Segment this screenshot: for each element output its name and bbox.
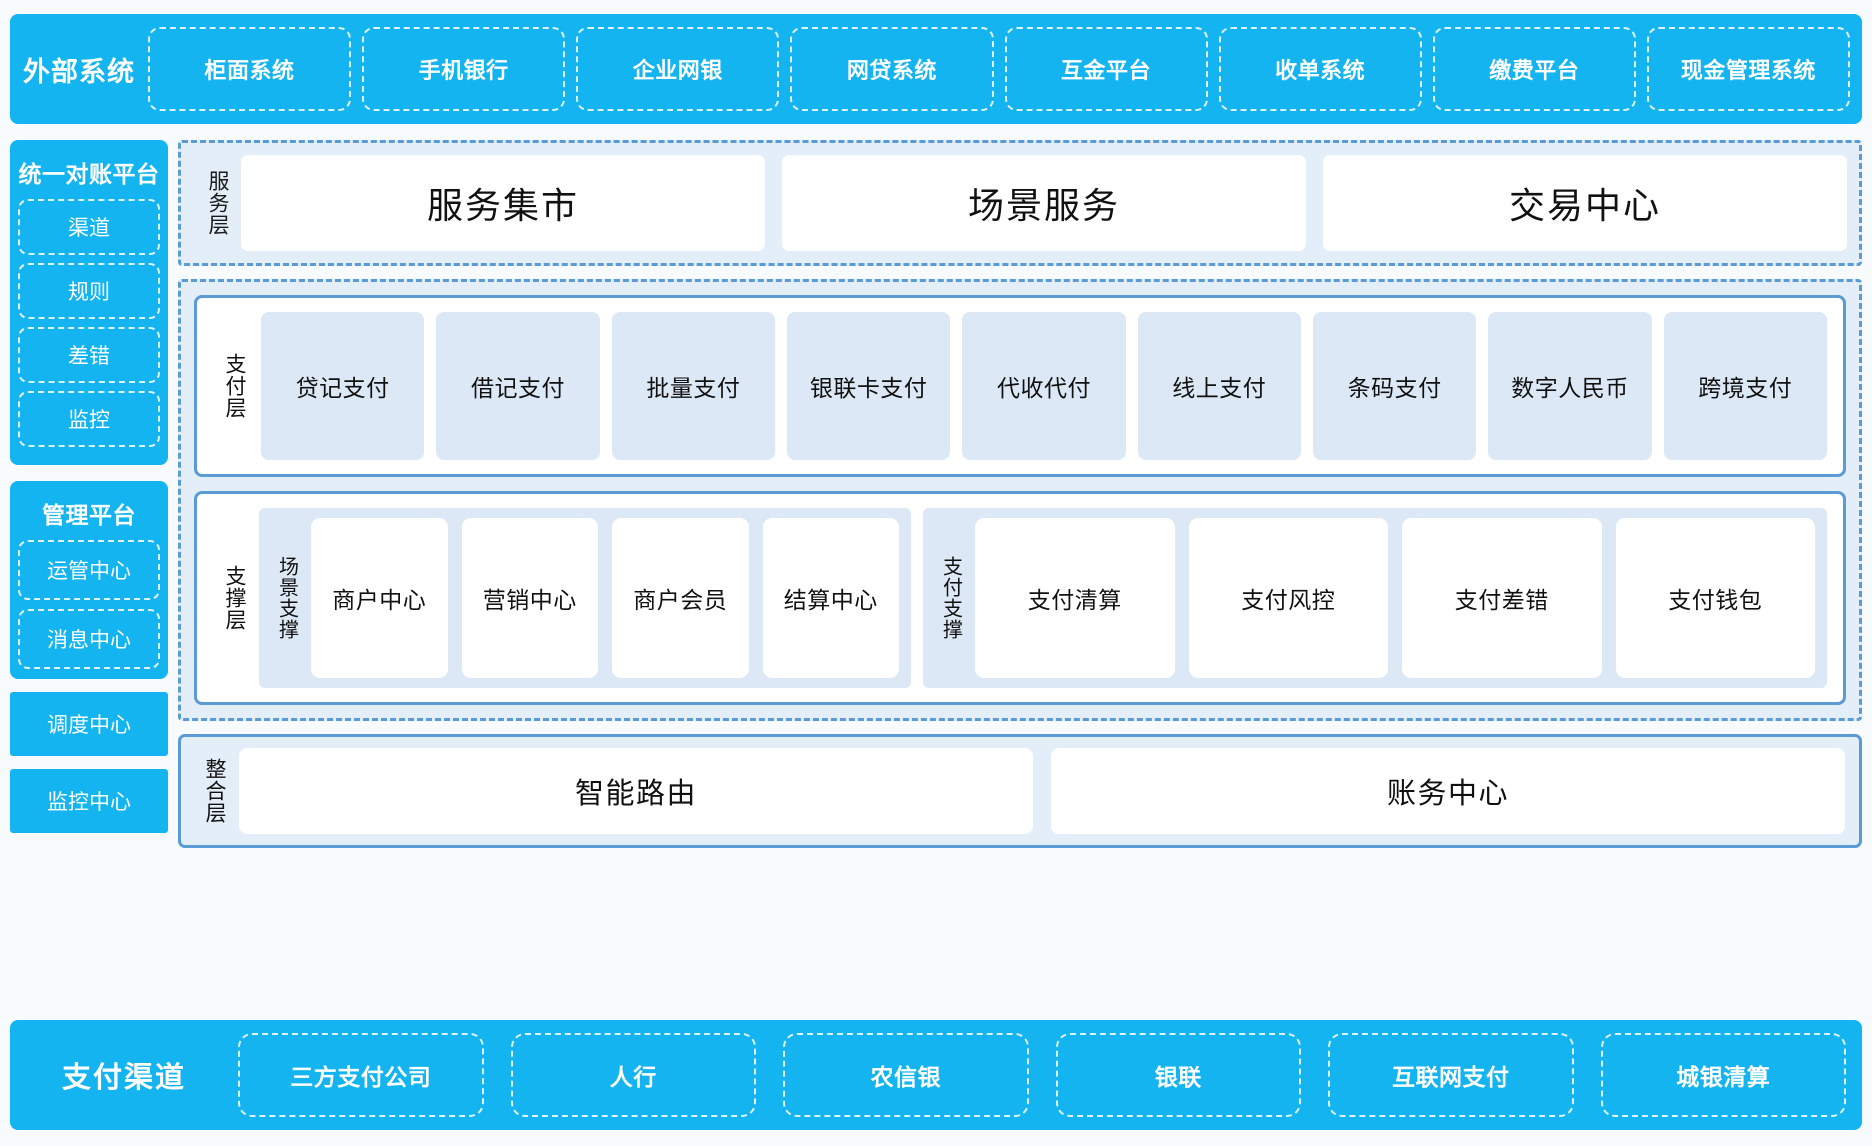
payment-channel-chip[interactable]: 城银清算	[1601, 1033, 1847, 1117]
external-system-chip[interactable]: 柜面系统	[148, 27, 351, 111]
scheduling-center-block[interactable]: 调度中心	[10, 692, 168, 756]
external-system-chip[interactable]: 收单系统	[1219, 27, 1422, 111]
support-layer-section: 支撑层 场景支撑 商户中心 营销中心 商户会员 结算中心 支	[194, 491, 1846, 705]
payment-channels-title: 支付渠道	[10, 1054, 238, 1096]
service-layer-label: 服务层	[193, 155, 241, 251]
payment-channel-chip[interactable]: 人行	[511, 1033, 757, 1117]
payment-support-tile[interactable]: 支付风控	[1189, 518, 1389, 678]
payment-tile[interactable]: 批量支付	[612, 312, 775, 460]
external-system-chip[interactable]: 缴费平台	[1433, 27, 1636, 111]
external-systems-bar: 外部系统 柜面系统 手机银行 企业网银 网贷系统 互金平台 收单系统 缴费平台 …	[10, 14, 1862, 124]
payment-tile[interactable]: 银联卡支付	[787, 312, 950, 460]
external-system-chip[interactable]: 企业网银	[576, 27, 779, 111]
payment-tile[interactable]: 条码支付	[1313, 312, 1476, 460]
scene-support-tile[interactable]: 营销中心	[462, 518, 599, 678]
payment-tile[interactable]: 跨境支付	[1664, 312, 1827, 460]
external-system-chip[interactable]: 网贷系统	[790, 27, 993, 111]
platform-architecture-main: 服务层 服务集市 场景服务 交易中心 支付层 贷记支付 借记支付 批量支付 银联…	[178, 140, 1862, 848]
payment-support-tiles: 支付清算 支付风控 支付差错 支付钱包	[971, 518, 1815, 678]
integration-layer-section: 整合层 智能路由 账务中心	[178, 734, 1862, 848]
integration-layer-label: 整合层	[189, 748, 239, 834]
reconciliation-item[interactable]: 差错	[18, 327, 160, 383]
payment-tile[interactable]: 代收代付	[962, 312, 1125, 460]
payment-tile[interactable]: 借记支付	[436, 312, 599, 460]
scene-support-tile[interactable]: 商户会员	[612, 518, 749, 678]
payment-support-tile[interactable]: 支付差错	[1402, 518, 1602, 678]
payment-support-label: 支付支撑	[931, 518, 971, 678]
payment-channel-chip[interactable]: 互联网支付	[1328, 1033, 1574, 1117]
left-sidebar: 统一对账平台 渠道 规则 差错 监控 管理平台 运管中心 消息中心 调度中心 监…	[10, 140, 168, 846]
reconciliation-item[interactable]: 规则	[18, 263, 160, 319]
payment-support-tile[interactable]: 支付清算	[975, 518, 1175, 678]
scene-support-tile[interactable]: 结算中心	[763, 518, 900, 678]
integration-layer-cards: 智能路由 账务中心	[239, 748, 1845, 834]
reconciliation-item[interactable]: 渠道	[18, 199, 160, 255]
service-card[interactable]: 服务集市	[241, 155, 765, 251]
scene-support-label: 场景支撑	[267, 518, 307, 678]
payment-channel-chip[interactable]: 银联	[1056, 1033, 1302, 1117]
integration-card[interactable]: 智能路由	[239, 748, 1033, 834]
external-system-chip[interactable]: 现金管理系统	[1647, 27, 1850, 111]
service-card[interactable]: 场景服务	[782, 155, 1306, 251]
payment-tile[interactable]: 线上支付	[1138, 312, 1301, 460]
external-systems-title: 外部系统	[10, 50, 148, 89]
management-item[interactable]: 运管中心	[18, 540, 160, 600]
scene-support-tile[interactable]: 商户中心	[311, 518, 448, 678]
payment-channels-list: 三方支付公司 人行 农信银 银联 互联网支付 城银清算	[238, 1033, 1862, 1117]
management-platform-panel: 管理平台 运管中心 消息中心	[10, 481, 168, 679]
payment-channel-chip[interactable]: 三方支付公司	[238, 1033, 484, 1117]
payment-tile[interactable]: 数字人民币	[1488, 312, 1651, 460]
payment-support-group: 支付支撑 支付清算 支付风控 支付差错 支付钱包	[923, 508, 1827, 688]
scene-support-tiles: 商户中心 营销中心 商户会员 结算中心	[307, 518, 899, 678]
payment-layer-tiles: 贷记支付 借记支付 批量支付 银联卡支付 代收代付 线上支付 条码支付 数字人民…	[255, 312, 1827, 460]
service-layer-cards: 服务集市 场景服务 交易中心	[241, 155, 1847, 251]
management-platform-title: 管理平台	[18, 489, 160, 540]
scene-support-group: 场景支撑 商户中心 营销中心 商户会员 结算中心	[259, 508, 911, 688]
payment-and-support-section: 支付层 贷记支付 借记支付 批量支付 银联卡支付 代收代付 线上支付 条码支付 …	[178, 279, 1862, 721]
external-system-chip[interactable]: 互金平台	[1005, 27, 1208, 111]
reconciliation-platform-title: 统一对账平台	[18, 148, 160, 199]
payment-layer-section: 支付层 贷记支付 借记支付 批量支付 银联卡支付 代收代付 线上支付 条码支付 …	[194, 295, 1846, 477]
support-layer-groups: 场景支撑 商户中心 营销中心 商户会员 结算中心 支付支撑 支付清算	[255, 508, 1827, 688]
integration-card[interactable]: 账务中心	[1051, 748, 1845, 834]
support-layer-label: 支撑层	[213, 508, 255, 688]
payment-support-tile[interactable]: 支付钱包	[1616, 518, 1816, 678]
reconciliation-item[interactable]: 监控	[18, 391, 160, 447]
service-card[interactable]: 交易中心	[1323, 155, 1847, 251]
external-systems-list: 柜面系统 手机银行 企业网银 网贷系统 互金平台 收单系统 缴费平台 现金管理系…	[148, 27, 1850, 111]
payment-channels-bar: 支付渠道 三方支付公司 人行 农信银 银联 互联网支付 城银清算	[10, 1020, 1862, 1130]
payment-channel-chip[interactable]: 农信银	[783, 1033, 1029, 1117]
payment-tile[interactable]: 贷记支付	[261, 312, 424, 460]
service-layer-section: 服务层 服务集市 场景服务 交易中心	[178, 140, 1862, 266]
reconciliation-platform-panel: 统一对账平台 渠道 规则 差错 监控	[10, 140, 168, 465]
monitoring-center-block[interactable]: 监控中心	[10, 769, 168, 833]
external-system-chip[interactable]: 手机银行	[362, 27, 565, 111]
management-item[interactable]: 消息中心	[18, 609, 160, 669]
payment-layer-label: 支付层	[213, 312, 255, 460]
